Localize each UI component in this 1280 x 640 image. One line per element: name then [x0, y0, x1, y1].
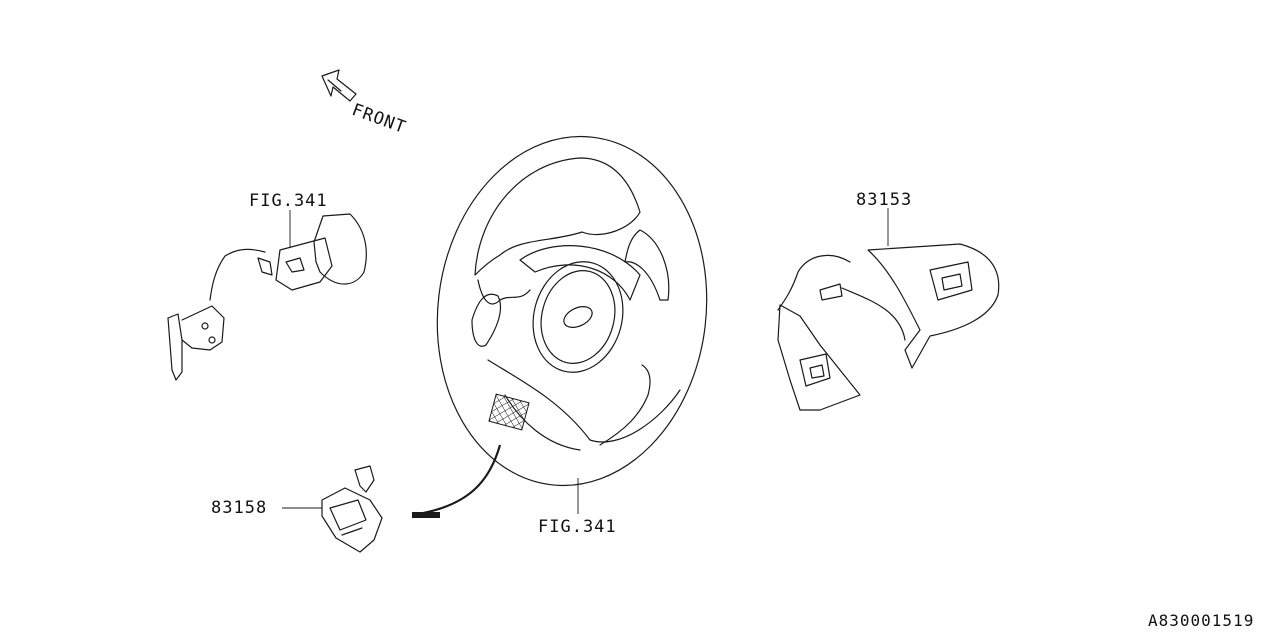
figure-reference-top-left: FIG.341 [249, 191, 328, 211]
part-number-83158: 83158 [211, 498, 268, 518]
paddle-shifter-assembly [167, 213, 367, 381]
steering-wheel [436, 135, 708, 487]
harness-cable [417, 444, 502, 516]
part-number-83153: 83153 [856, 190, 913, 210]
figure-reference-bottom: FIG.341 [538, 517, 617, 537]
steering-switch-83153 [777, 243, 1000, 411]
harness-connector [412, 512, 440, 518]
horn-pad-hatch [488, 393, 530, 431]
front-arrow-icon [321, 69, 357, 102]
diagram-code: A830001519 [1148, 611, 1255, 630]
steering-switch-83158 [321, 465, 383, 553]
leader-lines [282, 208, 889, 514]
